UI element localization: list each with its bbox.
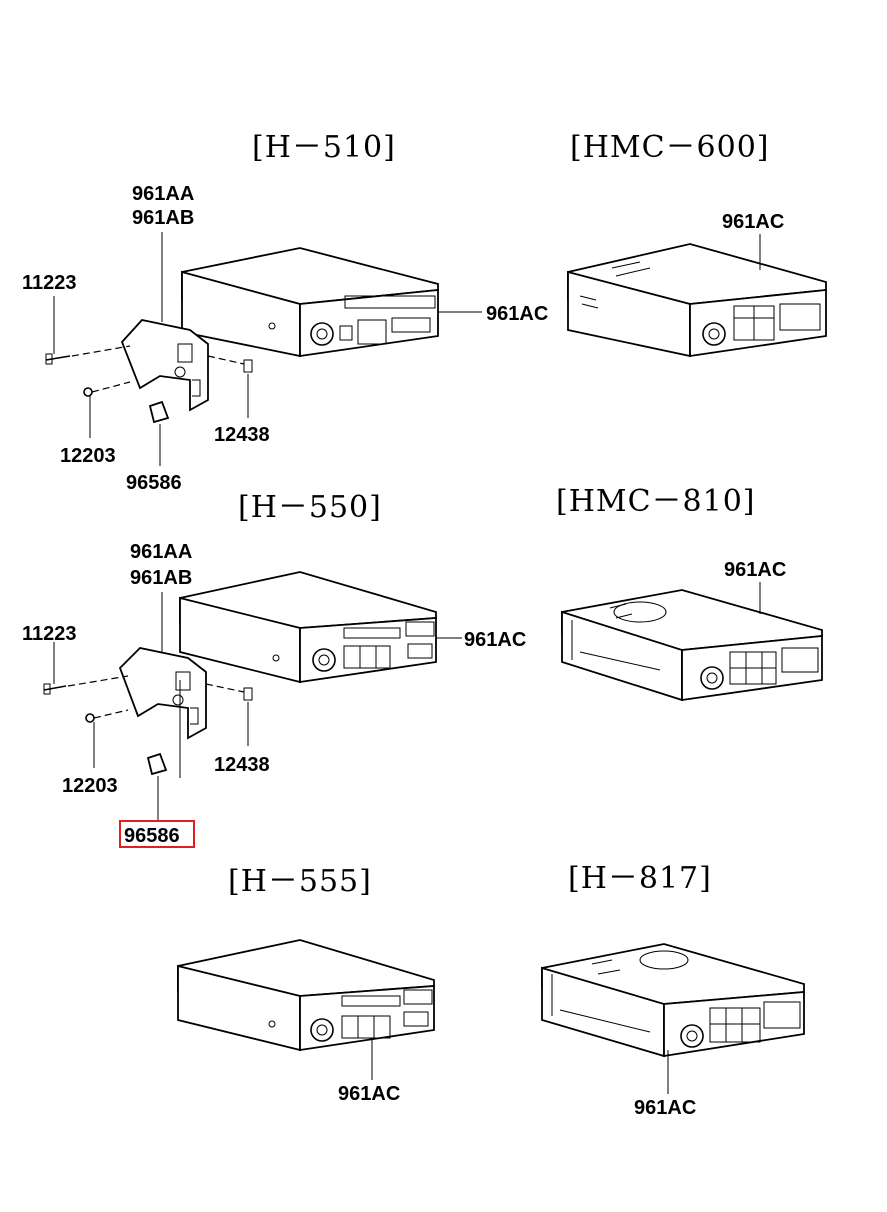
label-961aa-h510: 961AA xyxy=(132,183,194,205)
clip-96586-h510[interactable] xyxy=(148,400,170,424)
clip-96586-h550[interactable] xyxy=(146,752,168,776)
label-961ab-h550: 961AB xyxy=(130,567,192,589)
panel-title-h510: [H－510] xyxy=(252,130,396,165)
panel-title-h550: [H－550] xyxy=(238,490,382,525)
radio-unit-hmc810[interactable] xyxy=(561,589,823,702)
screw-12438-h550[interactable] xyxy=(205,683,253,701)
bolt-12203-h510[interactable] xyxy=(83,381,131,397)
radio-unit-h817[interactable] xyxy=(541,943,805,1058)
label-12438-h550: 12438 xyxy=(214,754,270,776)
panel-hmc810: [HMC－810] 961AC xyxy=(556,484,823,702)
radio-unit-hmc600[interactable] xyxy=(567,243,827,358)
label-12438-h510: 12438 xyxy=(214,424,270,446)
radio-unit-h555[interactable] xyxy=(177,939,435,1052)
label-961ac-h555: 961AC xyxy=(338,1083,400,1105)
label-12203-h510: 12203 xyxy=(60,445,116,467)
panel-title-h817: [H－817] xyxy=(568,861,712,896)
label-961ab-h510: 961AB xyxy=(132,207,194,229)
radio-unit-h550[interactable] xyxy=(179,571,437,684)
screw-11223-h550[interactable] xyxy=(43,675,129,695)
label-11223-h510: 11223 xyxy=(22,272,77,294)
label-961ac-hmc810: 961AC xyxy=(724,559,786,581)
label-961ac-h817: 961AC xyxy=(634,1097,696,1119)
screw-11223-h510[interactable] xyxy=(45,345,131,365)
screw-12438-h510[interactable] xyxy=(207,355,253,373)
bolt-12203-h550[interactable] xyxy=(85,709,129,723)
mounting-bracket-h510[interactable] xyxy=(120,319,209,412)
panel-title-h555: [H－555] xyxy=(228,864,372,899)
panel-h555: [H－555] 961AC xyxy=(177,864,435,1105)
mounting-bracket-h550[interactable] xyxy=(118,647,207,740)
label-961ac-hmc600: 961AC xyxy=(722,211,784,233)
label-961aa-h550: 961AA xyxy=(130,541,192,563)
highlight-box-96586[interactable] xyxy=(119,820,195,848)
radio-unit-h510[interactable] xyxy=(181,247,439,358)
panel-h510: [H－510] xyxy=(22,130,548,494)
label-96586-h550[interactable]: 96586 xyxy=(124,825,180,847)
panel-hmc600: [HMC－600] 961AC xyxy=(567,130,827,358)
label-11223-h550: 11223 xyxy=(22,623,77,645)
panel-h817: [H－817] 961AC xyxy=(541,861,805,1119)
panel-title-hmc810: [HMC－810] xyxy=(556,484,756,519)
label-961ac-h550: 961AC xyxy=(464,629,526,651)
panel-title-hmc600: [HMC－600] xyxy=(570,130,770,165)
label-961ac-h510: 961AC xyxy=(486,303,548,325)
label-12203-h550: 12203 xyxy=(62,775,118,797)
panel-h550: [H－550] xyxy=(22,490,526,848)
label-96586-h510: 96586 xyxy=(126,472,182,494)
